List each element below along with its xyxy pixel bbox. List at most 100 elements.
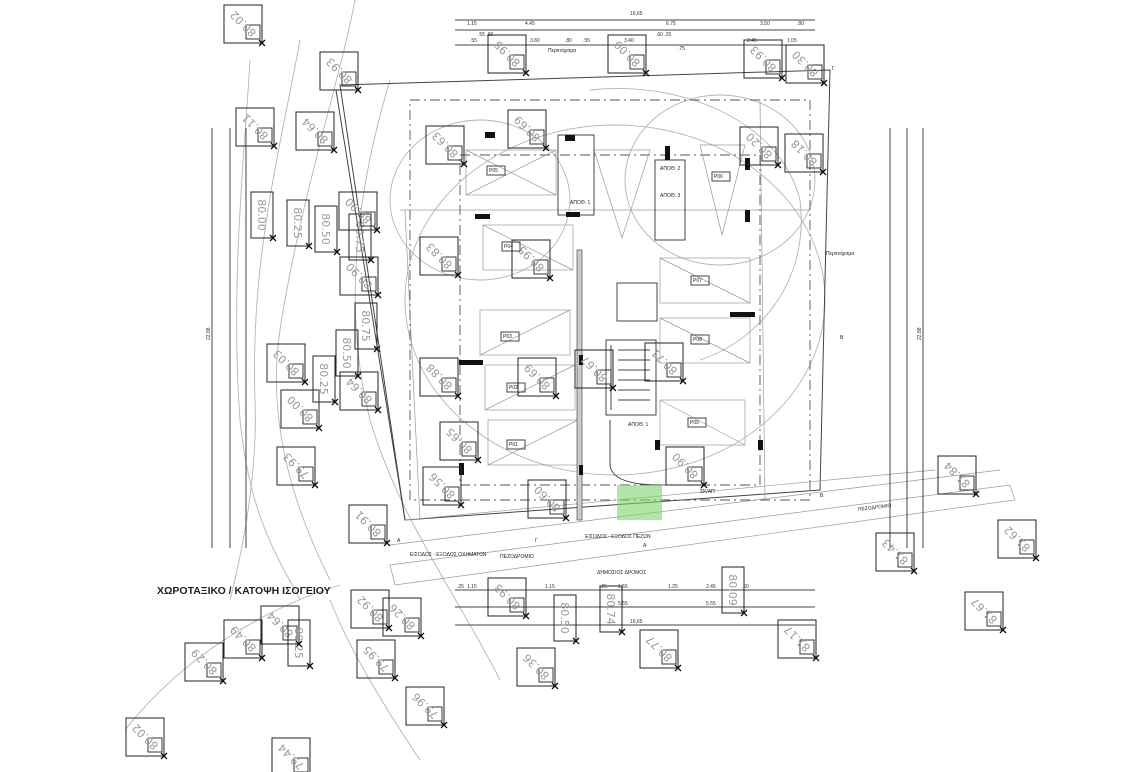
- spot-elevation: 80.09: [721, 566, 748, 617]
- elevation-box: [419, 357, 459, 397]
- dimension-text: 3.80: [530, 38, 540, 44]
- survey-point-icon: [288, 363, 304, 379]
- elevation-box: [348, 213, 372, 261]
- survey-mark-icon: [609, 384, 617, 392]
- survey-point-icon: [596, 369, 612, 385]
- elevation-box: [350, 589, 390, 629]
- dimension-text: .55: [470, 38, 477, 44]
- elevation-value: 81.84: [942, 459, 973, 490]
- survey-mark-icon: [674, 664, 682, 672]
- dimension-lines: [211, 19, 924, 626]
- dimension-text: 3.50: [760, 21, 770, 27]
- survey-mark-icon: [367, 256, 375, 264]
- dimension-text: 2.45: [747, 38, 757, 44]
- spot-elevation: 80.18: [784, 133, 827, 176]
- dimension-text: 16.65: [630, 11, 643, 17]
- survey-mark-icon: [910, 567, 918, 575]
- spot-elevation: 81.84: [937, 455, 980, 498]
- dimension-text: 3.40: [624, 38, 634, 44]
- survey-mark-icon: [522, 612, 530, 620]
- elevation-box: [937, 455, 977, 495]
- spot-elevation: 80.74: [599, 585, 626, 636]
- elevation-box: [405, 686, 445, 726]
- elevation-value: 80.26: [387, 601, 418, 632]
- survey-mark-icon: [374, 291, 382, 299]
- survey-mark-icon: [373, 226, 381, 234]
- elevation-box: [125, 717, 165, 757]
- parking-label: P02: [509, 385, 518, 391]
- elevation-value: 80.93: [748, 43, 779, 74]
- elevation-box: [639, 629, 679, 669]
- dimension-text: .80: [797, 21, 804, 27]
- spot-elevation: 80.77: [639, 629, 682, 672]
- elevation-value: 80.00: [255, 199, 268, 231]
- elevation-value: 80.56: [427, 470, 458, 501]
- parking-label-box: [500, 331, 520, 342]
- dimension-text: .25: [457, 584, 464, 590]
- survey-point-icon: [370, 524, 386, 540]
- parking-label-box: [690, 275, 710, 286]
- survey-mark-icon: [457, 501, 465, 509]
- parking-label: P03: [503, 334, 512, 340]
- elevation-value: 80.09: [726, 574, 739, 606]
- label-perimeter-wall: Περιτοίχισμα: [826, 251, 854, 257]
- survey-mark-icon: [642, 69, 650, 77]
- survey-point-icon: [447, 145, 463, 161]
- survey-point-icon: [687, 466, 703, 482]
- survey-point-icon: [897, 552, 913, 568]
- spot-elevation: 80.60: [527, 479, 570, 522]
- elevation-value: 80.90: [344, 260, 375, 291]
- elevation-box: [777, 619, 817, 659]
- label-perimeter-wall: Περιτοίχισμα: [548, 48, 576, 54]
- planting-area: [617, 485, 662, 520]
- survey-point-icon: [538, 667, 554, 683]
- parking-label: P05: [489, 168, 498, 174]
- survey-mark-icon: [333, 248, 341, 256]
- elevation-box: [312, 355, 336, 403]
- elevation-value: 80.50: [558, 602, 571, 634]
- elevation-value: 80.64: [344, 375, 375, 406]
- survey-point-icon: [529, 129, 545, 145]
- survey-mark-icon: [551, 682, 559, 690]
- elevation-box: [382, 597, 422, 637]
- survey-point-icon: [404, 617, 420, 633]
- survey-mark-icon: [311, 481, 319, 489]
- elevation-value: 80.20: [744, 130, 775, 161]
- elevation-value: 80.67: [579, 353, 610, 384]
- spot-elevation: 80.88: [419, 357, 462, 400]
- spot-elevation: 81.17: [777, 619, 820, 662]
- parking-label: P07: [693, 278, 702, 284]
- survey-point-icon: [441, 256, 457, 272]
- elevation-value: 80.93: [324, 55, 355, 86]
- elevation-box: [260, 605, 300, 645]
- survey-mark-icon: [1032, 554, 1040, 562]
- survey-mark-icon: [819, 168, 827, 176]
- spot-elevation: 80.95: [511, 239, 554, 282]
- spot-elevation: 80.93: [743, 39, 786, 82]
- parking-label: P08: [693, 337, 702, 343]
- survey-point-icon: [533, 259, 549, 275]
- elevation-value: 80.50: [319, 213, 332, 245]
- survey-mark-icon: [383, 539, 391, 547]
- elevation-value: 80.63: [430, 129, 461, 160]
- label-storage: ΑΠΟΘ. 1: [628, 422, 649, 428]
- spot-elevation: 80.69: [507, 109, 550, 152]
- spot-elevation: 80.69: [517, 357, 560, 400]
- elevation-box: [487, 34, 527, 74]
- survey-point-icon: [147, 737, 163, 753]
- spot-elevation: 80.25: [286, 199, 313, 250]
- dimension-text: 1.25: [668, 584, 678, 590]
- spot-elevation: 79.95: [356, 639, 399, 682]
- parking-label-box: [711, 171, 731, 182]
- survey-mark-icon: [440, 721, 448, 729]
- dimension-text: .75: [678, 46, 685, 52]
- dimension-text: 4.45: [525, 21, 535, 27]
- elevation-box: [287, 619, 311, 667]
- dimension-text: .25: [600, 584, 607, 590]
- spot-elevation: 80.75: [354, 302, 381, 353]
- spot-elevation: 80.56: [422, 466, 465, 509]
- elevation-value: 80.91: [353, 508, 384, 539]
- survey-point-icon: [806, 153, 822, 169]
- spot-elevation: 80.90: [339, 256, 382, 299]
